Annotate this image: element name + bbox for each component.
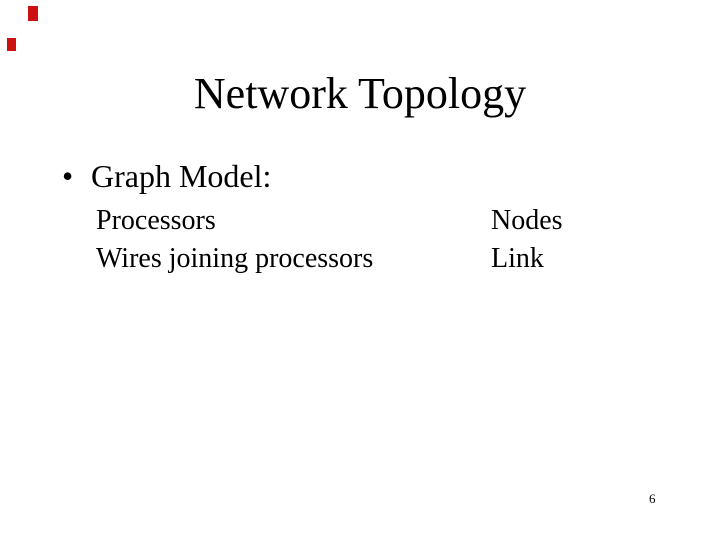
mapping-nodes: Nodes [491, 205, 563, 236]
page-number: 6 [649, 491, 656, 506]
mapping-link: Link [491, 243, 544, 274]
slide-title: Network Topology [193, 69, 527, 118]
body-column-mappings: Nodes Link [491, 202, 563, 278]
red-artifact-mark-2 [7, 38, 16, 51]
body-column-terms: Processors Wires joining processors [96, 202, 373, 278]
bullet-marker: • [62, 158, 74, 194]
red-artifact-mark-1 [28, 6, 38, 21]
bullet-item-graph-model: Graph Model: [91, 158, 272, 194]
term-processors: Processors [96, 205, 216, 236]
term-wires: Wires joining processors [96, 243, 374, 274]
